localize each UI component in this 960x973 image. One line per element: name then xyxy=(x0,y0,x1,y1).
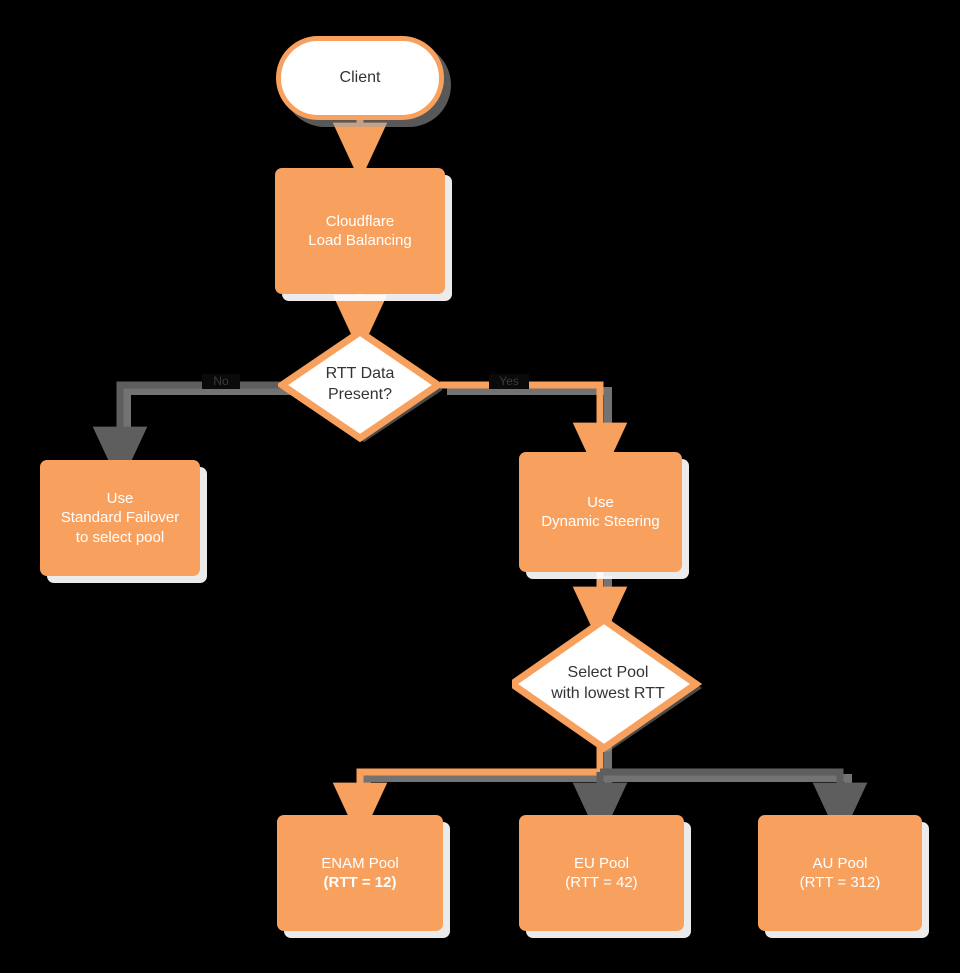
node-select-pool[interactable]: Select Pool with lowest RTT xyxy=(512,616,704,752)
node-standard-failover[interactable]: Use Standard Failover to select pool xyxy=(40,460,200,576)
node-au-pool-name: AU Pool xyxy=(812,854,868,872)
rtt-diamond-shape xyxy=(278,328,442,442)
node-standard-failover-line-1: Use xyxy=(106,490,134,508)
node-dynamic-steering-line-2: Dynamic Steering xyxy=(541,513,660,530)
node-rtt-data-present[interactable]: RTT Data Present? xyxy=(278,328,442,442)
node-rtt-data-present-label: RTT Data Present? xyxy=(278,328,444,444)
edge-label-yes: Yes xyxy=(489,374,529,390)
edge-decision-no xyxy=(92,381,282,486)
node-rtt-line-1: RTT Data xyxy=(325,365,395,383)
node-client-label: Client xyxy=(339,68,381,86)
edge-decision-yes xyxy=(440,381,628,482)
node-load-balancing-line-2: Load Balancing xyxy=(308,232,412,249)
edge-label-no: No xyxy=(202,374,240,390)
node-enam-pool-name: ENAM Pool xyxy=(321,854,399,872)
select-pool-diamond-shape xyxy=(512,616,703,752)
node-au-pool-rtt: (RTT = 312) xyxy=(799,874,881,891)
node-standard-failover-line-2: Standard Failover xyxy=(60,509,180,527)
node-load-balancing-line-1: Cloudflare xyxy=(325,212,395,230)
node-select-pool-label: Select Pool with lowest RTT xyxy=(512,616,712,756)
node-rtt-line-2: Present? xyxy=(327,386,393,403)
node-load-balancing[interactable]: Cloudflare Load Balancing xyxy=(275,168,445,294)
node-dynamic-steering-line-1: Use xyxy=(587,493,614,511)
node-dynamic-steering[interactable]: Use Dynamic Steering xyxy=(519,452,682,572)
node-au-pool-label: AU Pool (RTT = 312) xyxy=(800,854,881,892)
node-load-balancing-label: Cloudflare Load Balancing xyxy=(308,212,411,250)
node-eu-pool-label: EU Pool (RTT = 42) xyxy=(565,854,637,892)
node-enam-pool-rtt: (RTT = 12) xyxy=(323,874,397,891)
edge-select-to-au xyxy=(600,768,868,842)
node-eu-pool-name: EU Pool xyxy=(573,854,629,872)
node-standard-failover-line-3: to select pool xyxy=(75,528,165,546)
node-enam-pool[interactable]: ENAM Pool (RTT = 12) xyxy=(277,815,443,931)
node-dynamic-steering-label: Use Dynamic Steering xyxy=(541,493,659,531)
node-select-pool-line-1: Select Pool xyxy=(567,664,649,682)
node-client[interactable]: Client xyxy=(276,36,444,120)
node-enam-pool-label: ENAM Pool (RTT = 12) xyxy=(321,854,399,892)
node-eu-pool-rtt: (RTT = 42) xyxy=(565,874,638,891)
node-au-pool[interactable]: AU Pool (RTT = 312) xyxy=(758,815,922,931)
node-select-pool-line-2: with lowest RTT xyxy=(551,685,665,702)
node-standard-failover-label: Use Standard Failover to select pool xyxy=(61,489,179,547)
node-eu-pool[interactable]: EU Pool (RTT = 42) xyxy=(519,815,684,931)
